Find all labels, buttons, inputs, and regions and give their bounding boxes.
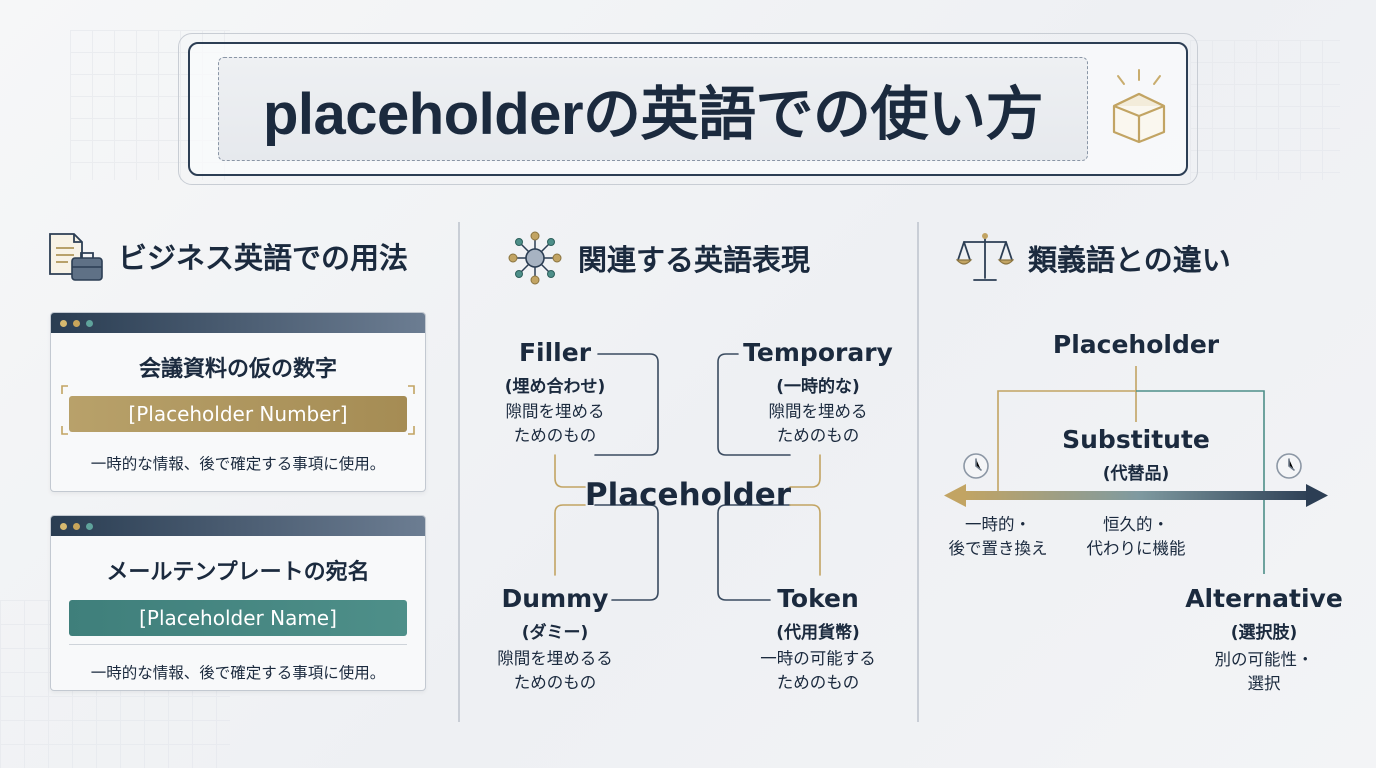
term-filler-translation: (埋め合わせ) [504,377,606,397]
card-divider [69,644,407,645]
column-divider [917,222,919,722]
term-token-desc: ためのもの [776,673,860,692]
business-heading: ビジネス英語での用法 [46,228,408,284]
synonym-alternative-desc: 別の可能性・ [1214,650,1314,669]
related-center-term: Placeholder [584,477,792,513]
title-box: placeholderの英語での使い方 [218,57,1088,161]
synonym-alternative-desc: 選択 [1247,674,1281,693]
window-dot-icon [86,522,93,530]
cube-icon [1112,69,1166,144]
term-filler-desc: ためのもの [513,426,597,445]
window-dot-icon [60,522,67,530]
business-heading-text: ビジネス英語での用法 [118,241,409,275]
synonym-substitute-term: Substitute [1062,425,1210,454]
permanent-note: 恒久的・ [1103,515,1169,534]
term-token: Token [777,584,859,613]
synonym-alternative-term: Alternative [1185,584,1343,613]
term-dummy: Dummy [501,584,609,613]
column-divider [458,222,460,722]
term-filler-desc: 隙間を埋める [505,402,605,421]
term-filler: Filler [518,338,592,367]
card-title-bar [51,516,425,536]
temporary-note: 後で置き換え [948,539,1048,558]
placeholder-number-field: [Placeholder Number] [69,396,407,432]
window-dot-icon [60,319,67,327]
business-card: 会議資料の仮の数字 [Placeholder Number] 一時的な情報、後で… [50,312,426,492]
card-title: 会議資料の仮の数字 [138,357,337,382]
title-frame-decoration [178,33,1198,185]
placeholder-name-field: [Placeholder Name] [69,600,407,636]
window-dot-icon [73,319,80,327]
permanent-note: 代わりに機能 [1086,539,1186,558]
window-dot-icon [86,319,93,327]
term-temporary-desc: ためのもの [776,426,860,445]
term-dummy-translation: (ダミー) [521,623,589,643]
business-card: メールテンプレートの宛名 [Placeholder Name] 一時的な情報、後… [50,515,426,691]
document-briefcase-icon [49,233,103,281]
network-icon [508,231,562,285]
synonyms-heading: 類義語との違い [956,230,1231,286]
synonym-substitute-translation: (代替品) [1102,464,1170,484]
related-heading: 関連する英語表現 [506,230,810,286]
temporary-note: 一時的・ [965,515,1031,534]
card-title-bar [51,313,425,333]
term-dummy-desc: ためのもの [513,673,597,692]
term-temporary-desc: 隙間を埋める [768,402,868,421]
synonym-alternative-translation: (選択肢) [1230,623,1298,643]
term-dummy-desc: 隙間を埋めるる [497,649,613,668]
synonyms-heading-text: 類義語との違い [1028,243,1231,277]
term-temporary: Temporary [743,338,893,367]
related-heading-text: 関連する英語表現 [578,243,811,277]
term-temporary-translation: (一時的な) [776,377,860,397]
card-title: メールテンプレートの宛名 [106,560,370,585]
term-token-desc: 一時の可能する [760,649,876,668]
window-dot-icon [73,522,80,530]
card-description: 一時的な情報、後で確定する事項に使用。 [90,664,386,682]
card-description: 一時的な情報、後で確定する事項に使用。 [90,455,386,473]
page-title: placeholderの英語での使い方 [262,82,1044,147]
term-token-translation: (代用貨幣) [776,623,860,643]
synonym-top-term: Placeholder [1052,330,1220,359]
scale-icon [956,233,1014,281]
